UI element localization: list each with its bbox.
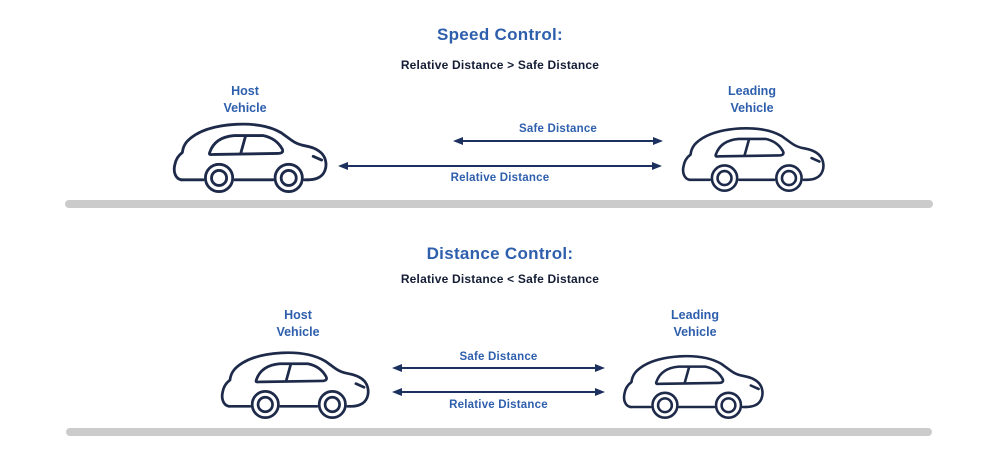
section-distance-control: Distance Control: Relative Distance < Sa…: [0, 210, 1000, 467]
leading-vehicle-icon: [681, 118, 829, 192]
road-line: [65, 200, 933, 208]
host-vehicle-label: Host Vehicle: [223, 84, 267, 115]
section-subtitle: Relative Distance < Safe Distance: [400, 272, 600, 286]
arrow-right-head-icon: [653, 137, 663, 145]
arrow-left-head-icon: [392, 388, 402, 396]
safe-distance-arrow: [453, 136, 663, 146]
relative-distance-arrow: [338, 161, 662, 171]
arrow-left-head-icon: [453, 137, 463, 145]
relative-distance-arrow: [392, 387, 605, 397]
arrow-left-head-icon: [392, 364, 402, 372]
section-title: Distance Control:: [426, 244, 574, 263]
host-vehicle-label: Host Vehicle: [276, 308, 320, 339]
arrow-left-head-icon: [338, 162, 348, 170]
leading-vehicle-label: Leading Vehicle: [671, 308, 719, 339]
section-title: Speed Control:: [436, 25, 564, 44]
arrow-shaft: [402, 391, 595, 393]
safe-distance-label: Safe Distance: [459, 351, 538, 363]
section-speed-control: Speed Control: Relative Distance > Safe …: [0, 0, 1000, 210]
section-subtitle: Relative Distance > Safe Distance: [400, 58, 600, 72]
leading-vehicle-label: Leading Vehicle: [728, 84, 776, 115]
safe-distance-label: Safe Distance: [518, 123, 598, 135]
relative-distance-label: Relative Distance: [450, 172, 550, 184]
road-line: [66, 428, 932, 436]
arrow-shaft: [463, 140, 653, 142]
arrow-right-head-icon: [595, 364, 605, 372]
host-vehicle-icon: [220, 342, 374, 419]
arrow-right-head-icon: [652, 162, 662, 170]
safe-distance-arrow: [392, 363, 605, 373]
relative-distance-label: Relative Distance: [449, 399, 548, 411]
leading-vehicle-icon: [622, 346, 768, 419]
arrow-shaft: [402, 367, 595, 369]
arrow-shaft: [348, 165, 652, 167]
host-vehicle-icon: [172, 113, 332, 193]
arrow-right-head-icon: [595, 388, 605, 396]
